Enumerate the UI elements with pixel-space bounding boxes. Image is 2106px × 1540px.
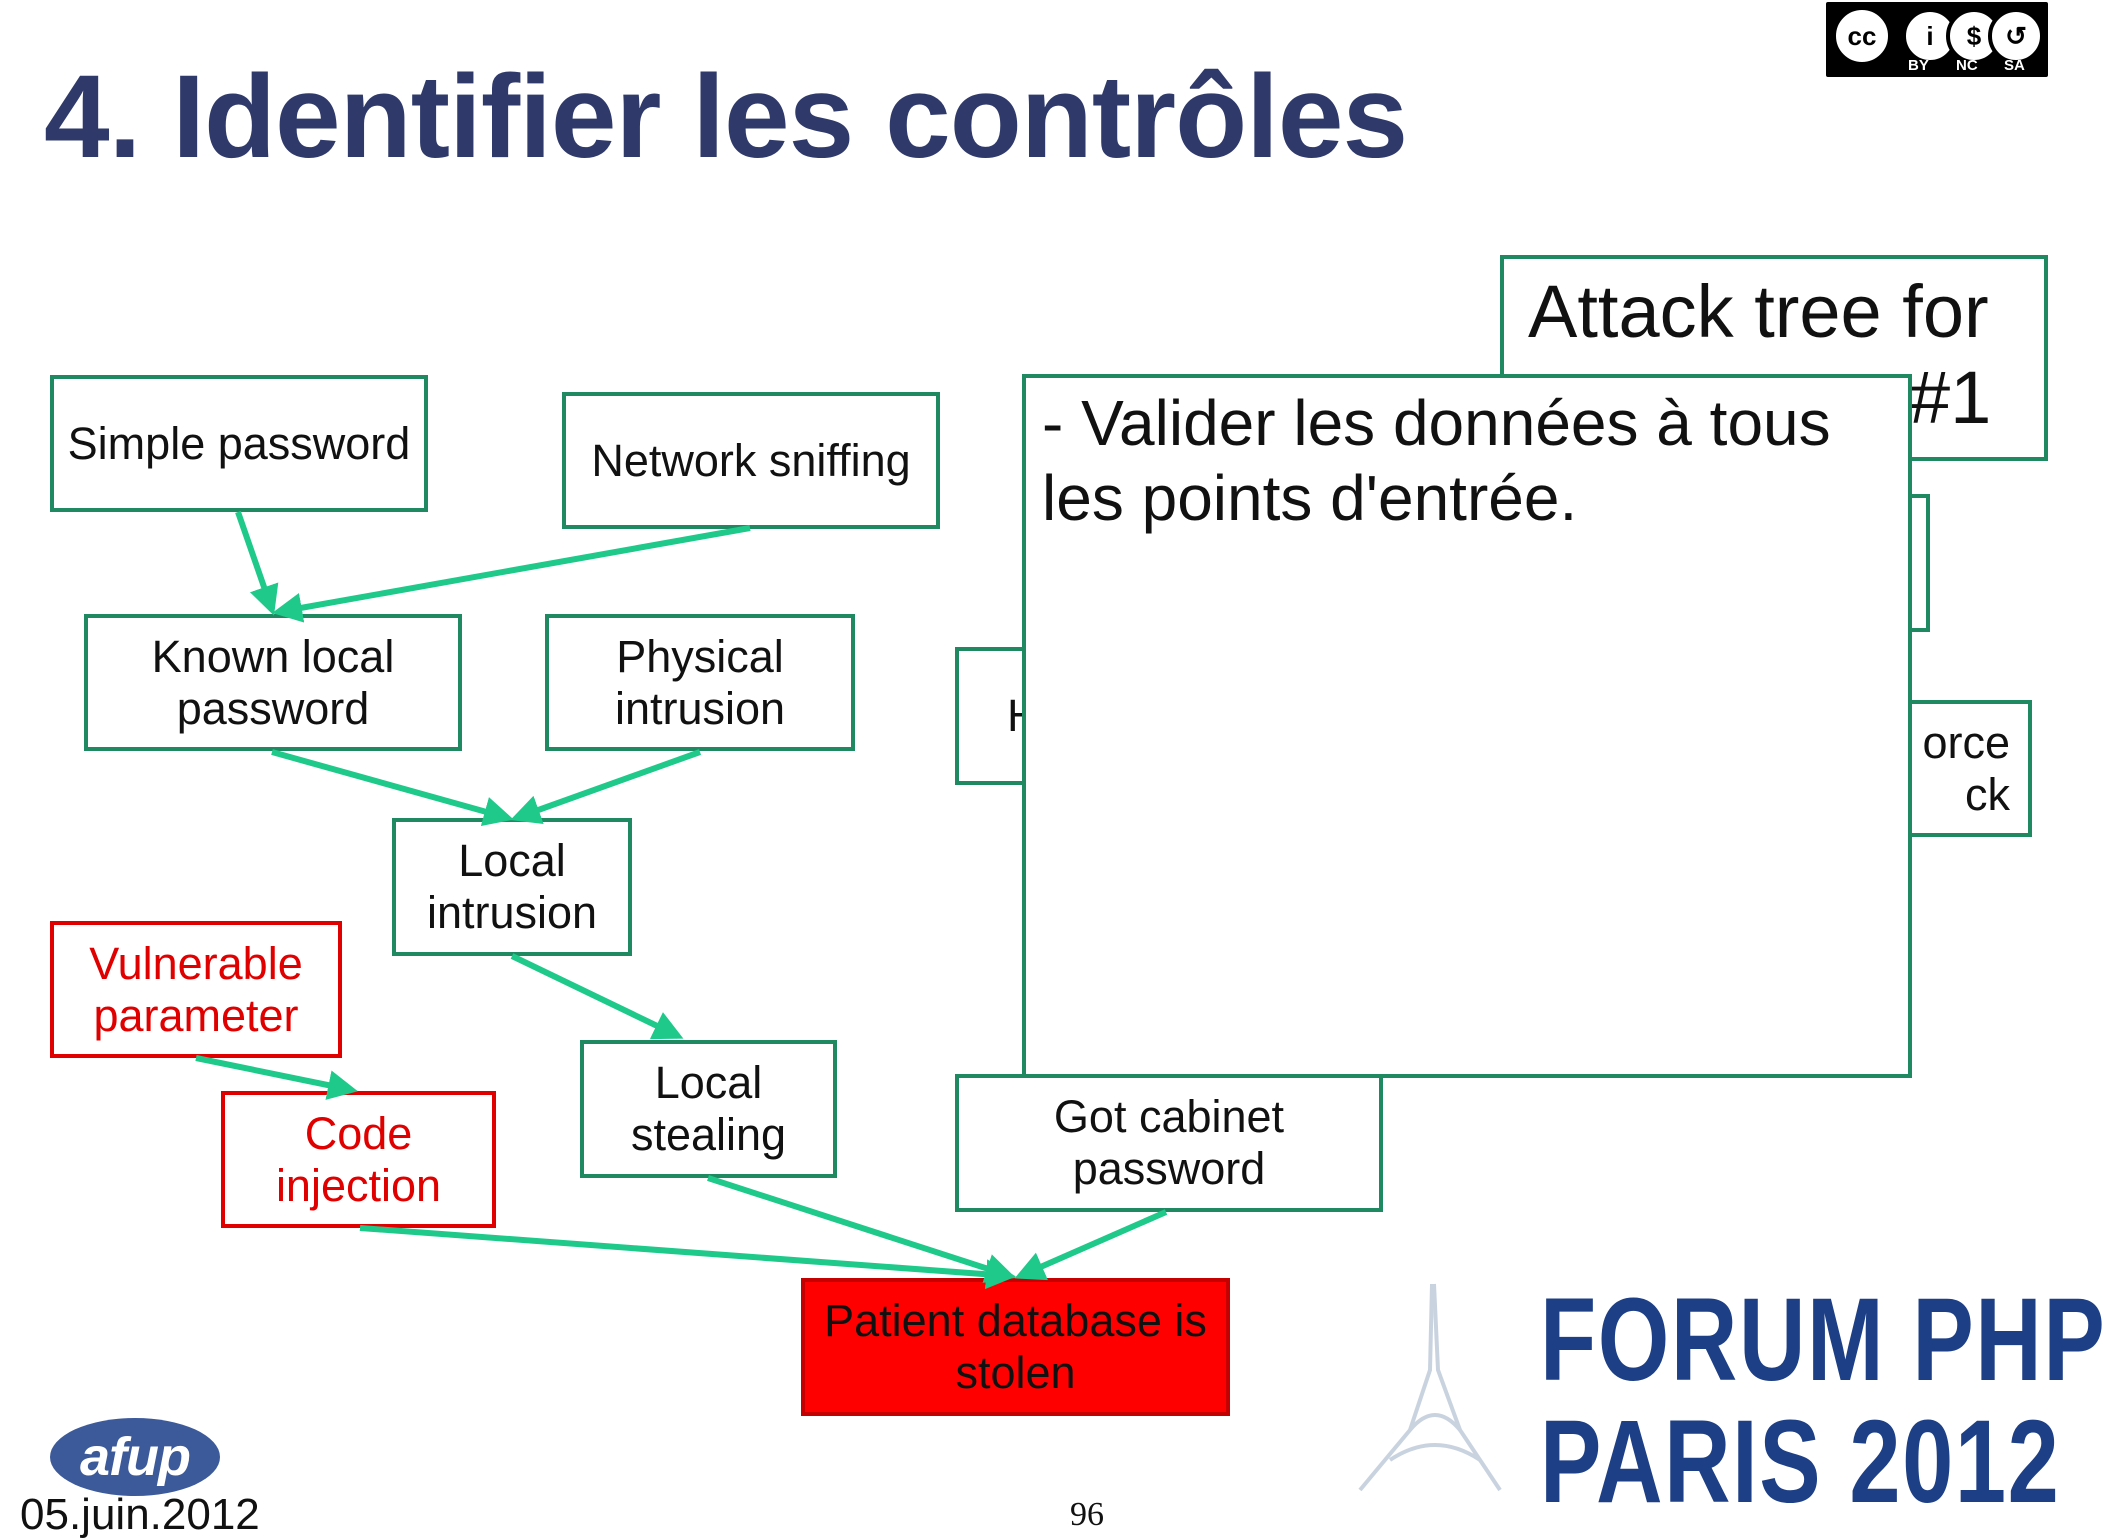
edge-cabinet-to-goal <box>1014 1209 1168 1281</box>
afup-logo: afup <box>50 1418 220 1496</box>
edge-local-intrusion-to-stealing <box>510 953 684 1040</box>
by-label: BY <box>1908 57 1929 74</box>
nc-label: NC <box>1956 57 1978 74</box>
forum-logo-line1: FORUM PHP <box>1540 1274 2106 1406</box>
eiffel-tower-icon <box>1358 1283 1502 1492</box>
node-simple-password: Simple password <box>50 375 428 512</box>
page-number: 96 <box>1070 1496 1104 1533</box>
node-vulnerable-parameter: Vulnerable parameter <box>50 921 342 1058</box>
edge-sniffing-to-known <box>272 525 751 623</box>
node-known-local-password: Known local password <box>84 614 462 751</box>
edge-physical-to-local-intrusion <box>510 749 702 825</box>
slide: 4. Identifier les contrôles cc i $ ↺ BY … <box>20 2 2105 1539</box>
forum-php-logo: FORUM PHP PARIS 2012 <box>1540 1274 2106 1528</box>
node-network-sniffing: Network sniffing <box>562 392 940 529</box>
sa-label: SA <box>2004 57 2025 74</box>
slide-title: 4. Identifier les contrôles <box>44 51 1408 183</box>
cc-icon: cc <box>1832 6 1892 66</box>
edge-known-to-local-intrusion <box>271 749 514 826</box>
cc-license-badge: cc i $ ↺ BY NC SA <box>1826 2 2048 77</box>
edge-simple-to-known <box>235 511 279 616</box>
attack-tree-suffix: #1 <box>1909 356 1992 439</box>
node-local-stealing: Local stealing <box>580 1040 837 1178</box>
edge-code-to-goal <box>359 1225 1016 1290</box>
popup-text: - Valider les données à tous les points … <box>1042 387 1831 534</box>
node-physical-intrusion: Physical intrusion <box>545 614 855 751</box>
node-got-cabinet-password: Got cabinet password <box>955 1074 1383 1212</box>
edge-vulnerable-to-code <box>195 1055 358 1100</box>
control-popup: - Valider les données à tous les points … <box>1022 374 1912 1078</box>
node-code-injection: Code injection <box>221 1091 496 1228</box>
node-local-intrusion: Local intrusion <box>392 818 632 956</box>
node-patient-database-stolen: Patient database is stolen <box>801 1278 1230 1416</box>
slide-date: 05.juin.2012 <box>20 1490 260 1539</box>
attack-tree-label: Attack tree for <box>1528 270 1989 353</box>
forum-logo-line2: PARIS 2012 <box>1540 1395 2061 1528</box>
sharealike-icon: ↺ <box>1988 8 2044 64</box>
noncommercial-icon: $ <box>1946 8 2002 64</box>
